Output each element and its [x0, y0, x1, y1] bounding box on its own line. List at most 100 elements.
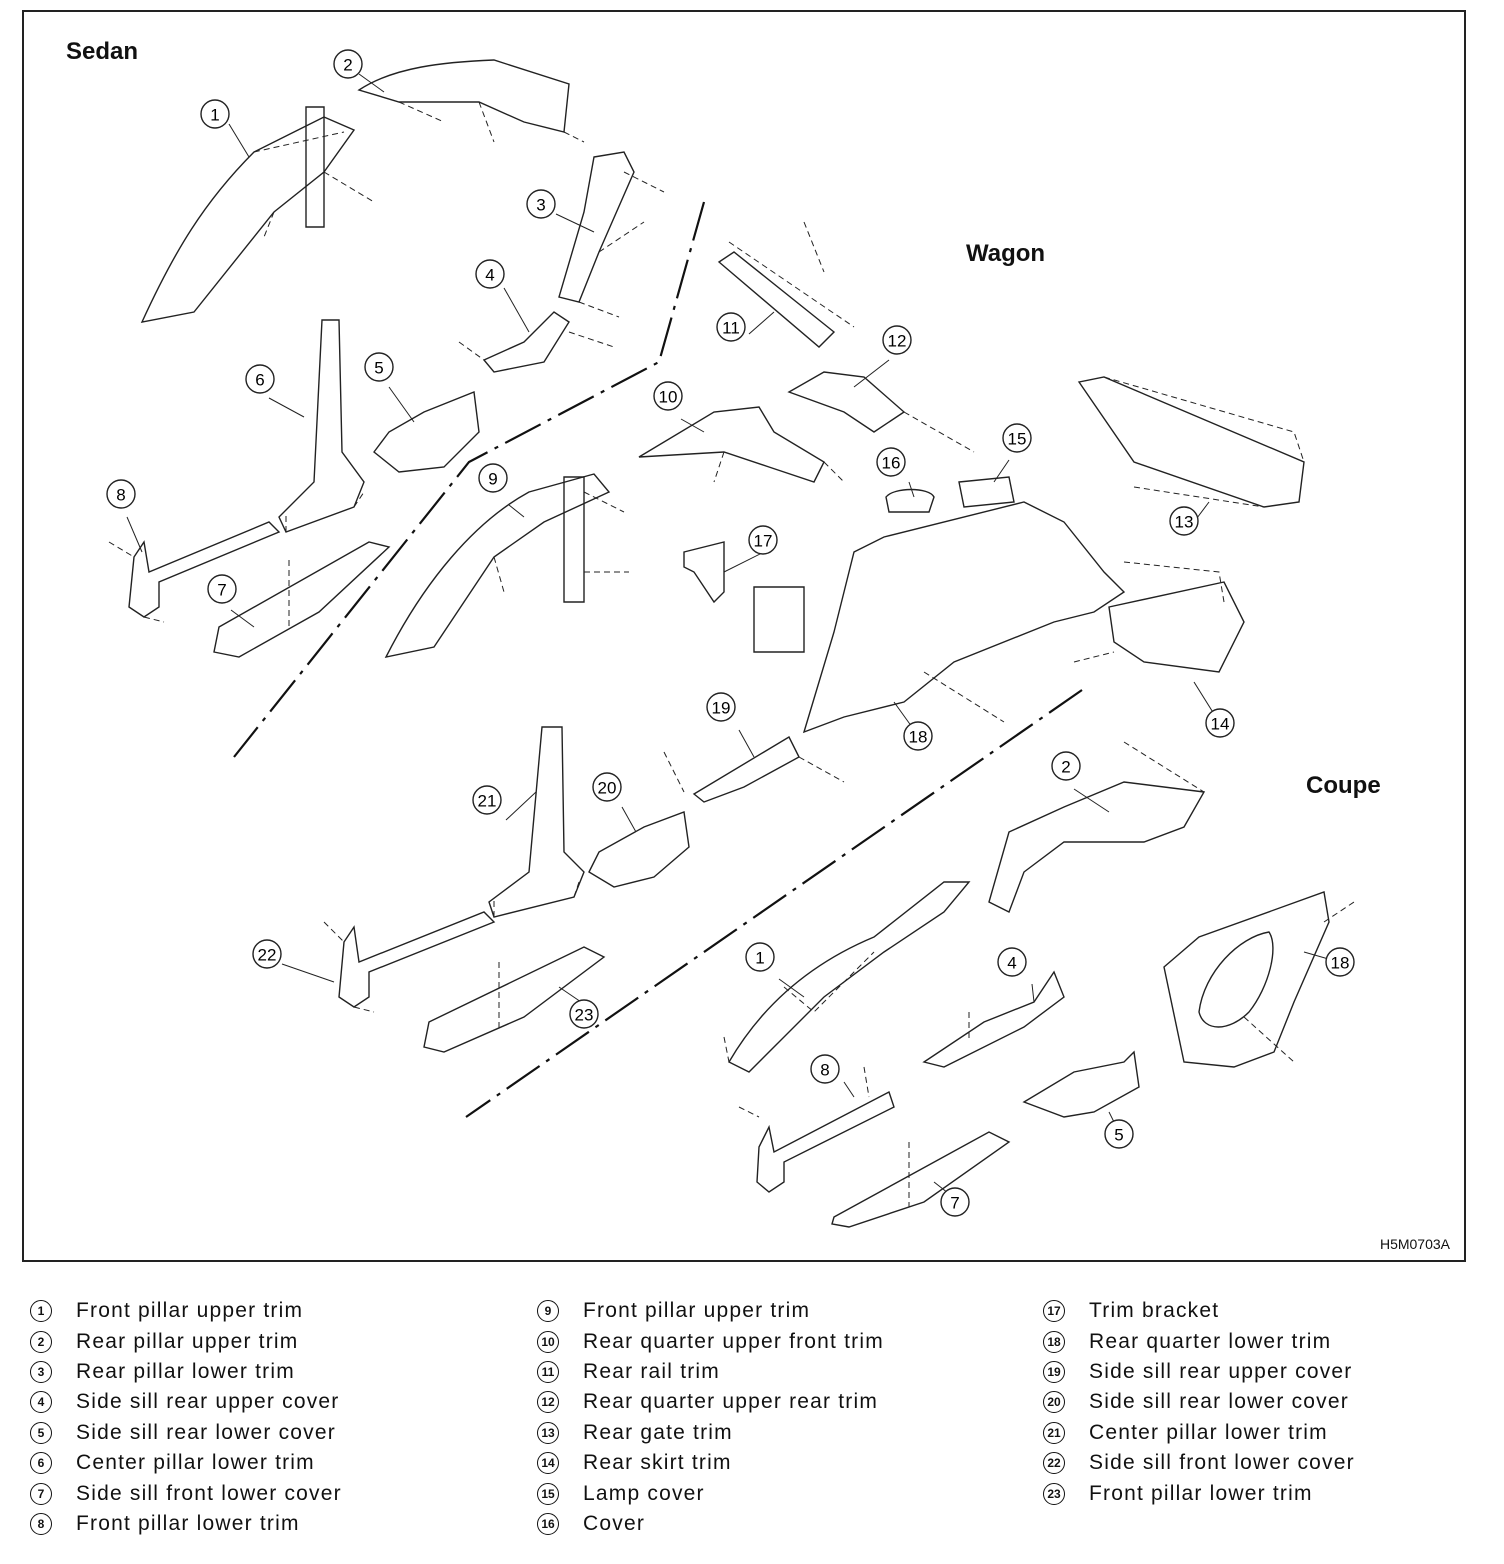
- svg-text:11: 11: [722, 319, 740, 338]
- legend-label: Center pillar lower trim: [76, 1451, 315, 1475]
- callout-coupe-7: 7: [940, 1187, 970, 1217]
- callout-wagon-11: 11: [716, 312, 746, 342]
- legend-label: Rear gate trim: [583, 1420, 733, 1444]
- callout-sedan-2: 2: [333, 49, 363, 79]
- callout-sedan-6: 6: [245, 364, 275, 394]
- callout-coupe-1: 1: [745, 942, 775, 972]
- svg-text:14: 14: [1211, 715, 1230, 734]
- legend-label: Side sill rear upper cover: [1089, 1359, 1353, 1383]
- exploded-parts-diagram: 1234567891011121314151617181920212223214…: [106, 49, 1355, 1228]
- callout-wagon-15: 15: [1002, 423, 1032, 453]
- wagon-front-pillar-upper-trim: [384, 473, 611, 658]
- callout-sedan-1: 1: [200, 99, 230, 129]
- sedan-side-sill-front-lower-cover: [213, 541, 391, 658]
- wagon-rear-gate-trim: [1077, 376, 1305, 508]
- wagon-front-pillar-lower-trim: [338, 911, 496, 1008]
- legend-label: Rear pillar upper trim: [76, 1329, 299, 1353]
- legend-label: Side sill rear upper cover: [76, 1390, 340, 1414]
- legend-column-1: 1 Front pillar upper trim 2 Rear pillar upp…: [30, 1296, 342, 1539]
- legend-label: Side sill front lower cover: [1089, 1451, 1355, 1475]
- legend-label: Front pillar lower trim: [1089, 1481, 1313, 1505]
- legend-number: 1: [30, 1300, 52, 1323]
- leader-lines: [126, 73, 1340, 1201]
- wagon-rear-quarter-upper-rear-trim: [787, 371, 906, 433]
- callout-wagon-19: 19: [706, 692, 736, 722]
- callout-coupe-2: 2: [1051, 751, 1081, 781]
- divider-sedan-wagon: [233, 201, 706, 758]
- wagon-side-sill-front-lower-cover: [423, 946, 606, 1053]
- svg-text:1: 1: [755, 949, 764, 968]
- wagon-pillar-strip: [563, 476, 585, 603]
- coupe-front-pillar-upper-trim: [728, 881, 971, 1073]
- sedan-rear-pillar-lower-trim: [558, 151, 635, 303]
- coupe-side-sill-rear-upper-cover: [922, 970, 1065, 1068]
- legend-label: Trim bracket: [1089, 1299, 1220, 1323]
- legend-number: 4: [30, 1391, 52, 1414]
- legend-number: 16: [537, 1512, 559, 1535]
- legend-label: Rear rail trim: [583, 1359, 720, 1383]
- callout-sedan-8: 8: [106, 479, 136, 509]
- legend-label: Side sill rear lower cover: [76, 1420, 336, 1444]
- coupe-front-pillar-lower-trim: [756, 1090, 895, 1193]
- coupe-window-opening: [1198, 931, 1274, 1028]
- svg-text:10: 10: [659, 388, 678, 407]
- legend-label: Rear quarter upper rear trim: [583, 1390, 879, 1414]
- svg-text:2: 2: [343, 56, 352, 75]
- wagon-side-sill-rear-lower-cover: [588, 811, 690, 888]
- legend-label: Front pillar upper trim: [76, 1299, 304, 1323]
- callout-wagon-18: 18: [903, 721, 933, 751]
- svg-text:21: 21: [478, 792, 497, 811]
- legend-number: 10: [537, 1330, 559, 1353]
- legend-number: 2: [30, 1330, 52, 1353]
- legend-number: 23: [1043, 1482, 1065, 1505]
- svg-text:5: 5: [1114, 1126, 1123, 1145]
- legend-number: 8: [30, 1512, 52, 1535]
- svg-text:4: 4: [485, 266, 494, 285]
- sedan-front-pillar-upper-trim: [140, 116, 356, 323]
- callout-wagon-21: 21: [472, 785, 502, 815]
- callout-wagon-23: 23: [569, 999, 599, 1029]
- legend-number: 13: [537, 1421, 559, 1444]
- legend-label: Side sill front lower cover: [76, 1481, 342, 1505]
- legend-number: 14: [537, 1452, 559, 1475]
- sedan-pillar-strip: [305, 106, 325, 228]
- sedan-front-pillar-lower-trim: [128, 521, 281, 618]
- svg-text:7: 7: [217, 581, 226, 600]
- legend-number: 15: [537, 1482, 559, 1505]
- legend-label: Rear skirt trim: [583, 1451, 732, 1475]
- callout-sedan-7: 7: [207, 574, 237, 604]
- callout-wagon-14: 14: [1205, 708, 1235, 738]
- callout-wagon-17: 17: [748, 525, 778, 555]
- wagon-rear-rail-trim: [717, 251, 836, 348]
- legend-item: 2 Rear pillar upper trim: [30, 1326, 342, 1356]
- sedan-parts: [108, 59, 665, 658]
- callout-wagon-10: 10: [653, 381, 683, 411]
- svg-text:4: 4: [1007, 954, 1016, 973]
- svg-text:15: 15: [1008, 430, 1027, 449]
- callout-wagon-13: 13: [1169, 506, 1199, 536]
- svg-text:16: 16: [882, 454, 901, 473]
- svg-text:17: 17: [754, 532, 773, 551]
- legend-label: Front pillar upper trim: [583, 1299, 811, 1323]
- callout-wagon-12: 12: [882, 325, 912, 355]
- svg-text:18: 18: [1331, 954, 1350, 973]
- svg-text:13: 13: [1175, 513, 1194, 532]
- legend-label: Front pillar lower trim: [76, 1511, 300, 1535]
- callout-coupe-5: 5: [1104, 1119, 1134, 1149]
- svg-text:9: 9: [488, 470, 497, 489]
- section-label-sedan: Sedan: [66, 38, 139, 65]
- callout-coupe-4: 4: [997, 947, 1027, 977]
- legend-item: 22 Side sill front lower cover: [1043, 1448, 1355, 1478]
- legend-number: 22: [1043, 1452, 1065, 1475]
